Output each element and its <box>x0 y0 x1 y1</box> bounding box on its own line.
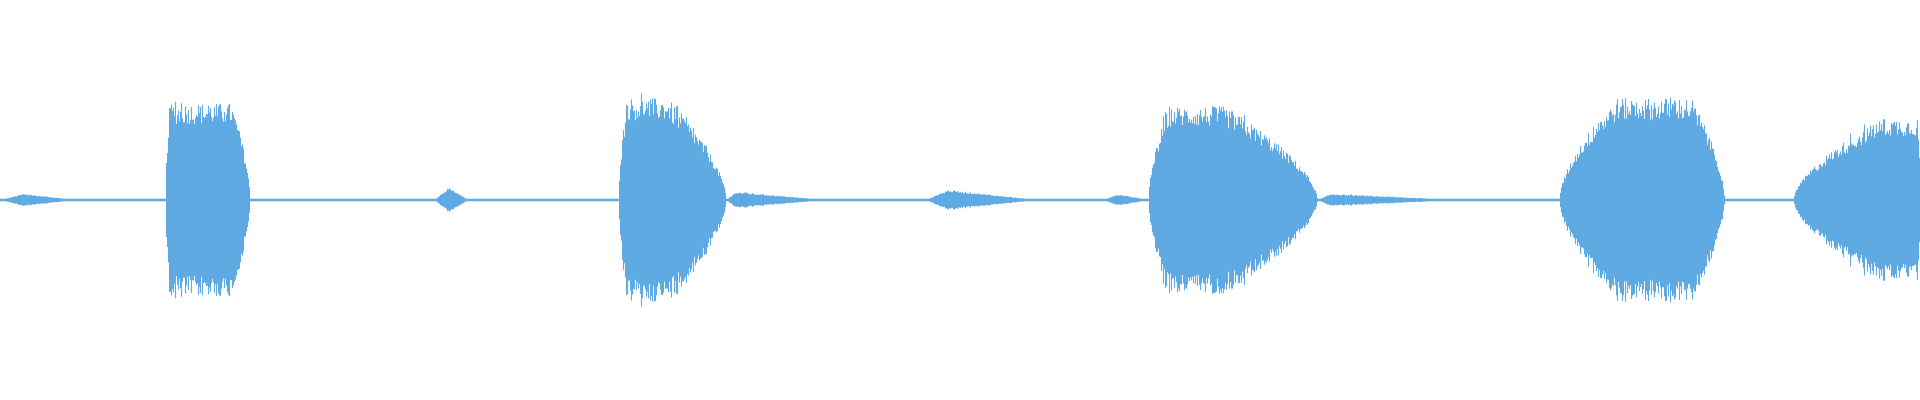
waveform-amplitude-path <box>0 93 1920 307</box>
waveform-bars <box>0 93 1920 307</box>
